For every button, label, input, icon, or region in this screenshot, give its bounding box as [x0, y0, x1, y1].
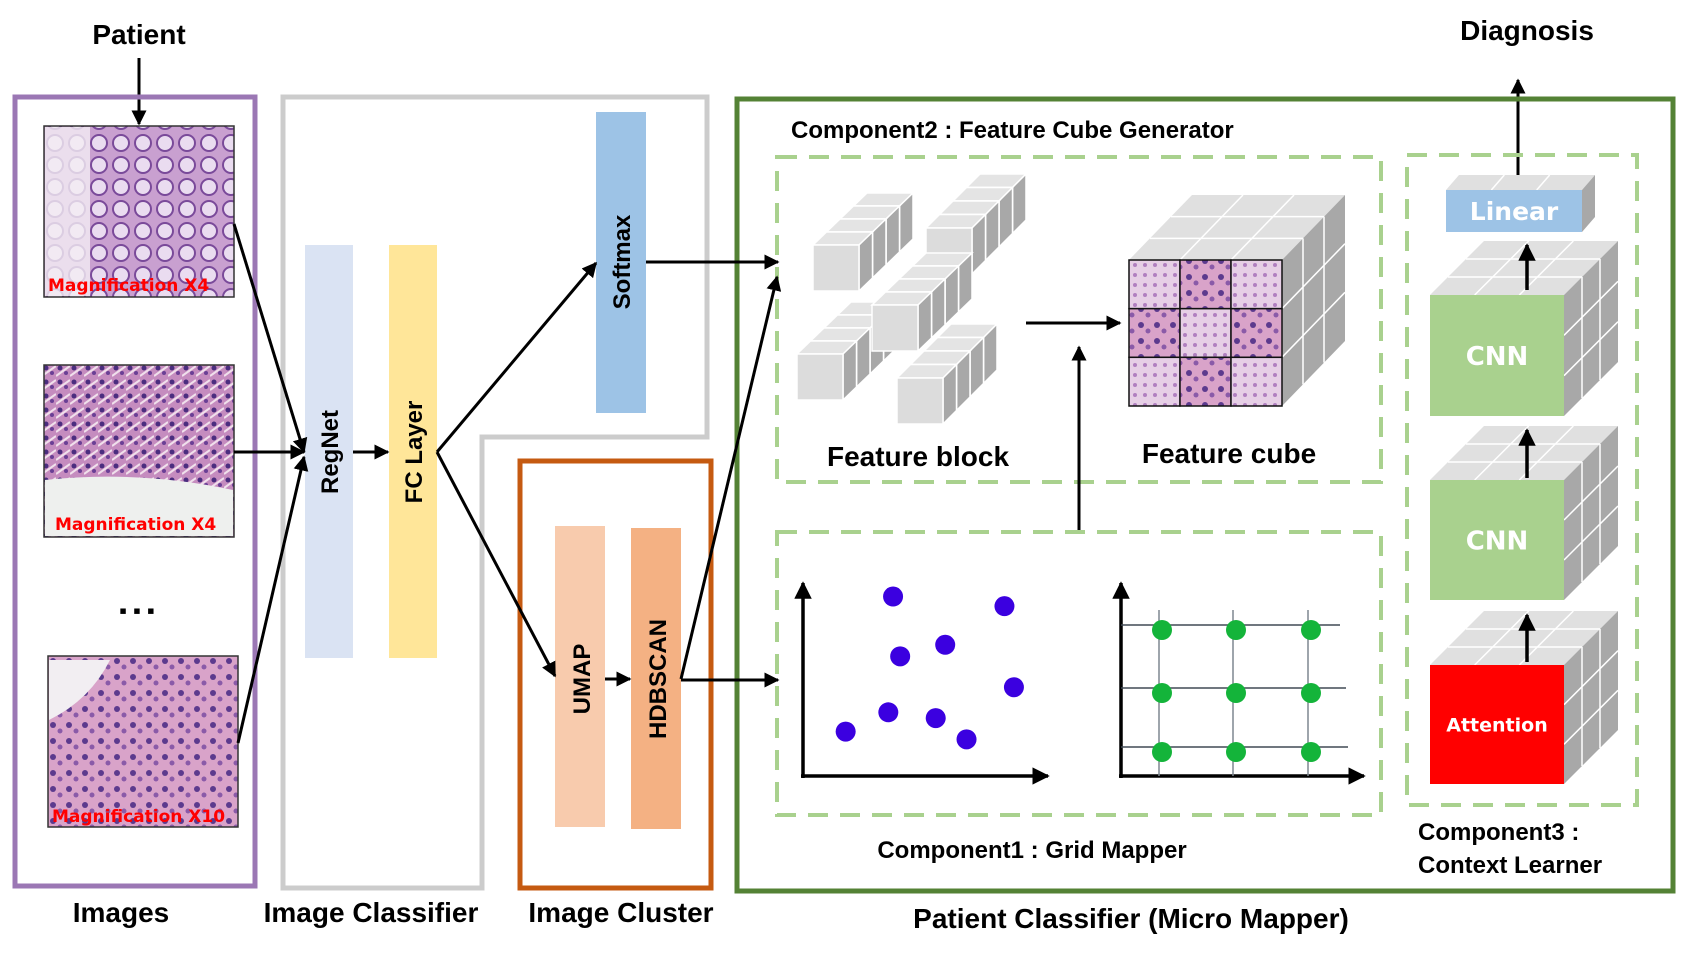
image-classifier-label: Image Classifier: [264, 897, 479, 928]
diagnosis-label: Diagnosis: [1460, 15, 1594, 46]
umap-block: [555, 526, 605, 827]
attention-block-label: Attention: [1446, 714, 1547, 736]
image-caption-2: Magnification X4: [55, 515, 216, 535]
cube-tile-image: [1179, 307, 1232, 359]
image3-arrow: [236, 455, 309, 744]
images-label: Images: [73, 897, 170, 928]
cnn-block-bottom: CNN: [1430, 425, 1619, 600]
scatter-dot: [878, 702, 899, 723]
cube-tile-image: [1230, 356, 1283, 407]
grid-dot: [1152, 620, 1172, 640]
image-cluster-box: [517, 458, 714, 891]
softmax-label: Softmax: [609, 214, 636, 309]
cnn-block-top-front: [1430, 295, 1564, 416]
grid-dot: [1226, 683, 1246, 703]
cube-tile-image: [1230, 259, 1283, 310]
component3-dashed-box: [1405, 153, 1639, 807]
scatter-dot: [935, 634, 956, 655]
grid-dot: [1301, 742, 1321, 762]
grid-dot: [1301, 683, 1321, 703]
feature-block-label: Feature block: [827, 441, 1009, 472]
scatter-plot: [835, 586, 1024, 750]
component2-title: Component2 : Feature Cube Generator: [791, 117, 1234, 144]
grid-dot: [1226, 620, 1246, 640]
scatter-dot: [883, 586, 904, 607]
grid-dot: [1226, 742, 1246, 762]
fc-to-umap-arrow: [435, 451, 557, 678]
cube-tile-image: [1128, 356, 1181, 407]
cnn-block-bottom-front: [1430, 480, 1564, 600]
image-thumbnail-2[interactable]: Magnification X4: [43, 364, 235, 538]
image-cluster-label: Image Cluster: [528, 897, 713, 928]
image-caption-1: Magnification X4: [48, 276, 209, 296]
cnn-block-top-label: CNN: [1466, 342, 1529, 372]
grid-dot: [1152, 683, 1172, 703]
scatter-dot: [925, 708, 946, 729]
grid-map-plot: [1121, 610, 1348, 776]
image1-arrow: [232, 223, 308, 454]
linear-block-label: Linear: [1470, 197, 1559, 226]
grid-dot: [1301, 620, 1321, 640]
hdbscan-block: [631, 528, 681, 829]
umap-label: UMAP: [569, 644, 596, 715]
scatter-dot: [835, 721, 856, 742]
fc-layer-block: [389, 245, 437, 658]
cnn-block-bottom-label: CNN: [1466, 526, 1529, 556]
component3-title-line1: Component3 :: [1418, 819, 1579, 846]
hdbscan-to-component2-arrow: [679, 275, 782, 680]
image-thumbnail-1[interactable]: Magnification X4: [43, 125, 235, 298]
feature-rod: [870, 251, 974, 353]
component3-title-line2: Context Learner: [1418, 852, 1602, 879]
fc-layer-label: FC Layer: [401, 401, 428, 504]
regnet-label: RegNet: [317, 410, 344, 494]
feature-block-illustration: [795, 172, 1028, 426]
feature-cube-illustration: [1128, 194, 1346, 407]
patient-classifier-box: [734, 96, 1676, 894]
feature-rod: [895, 322, 999, 426]
grid-dot: [1152, 742, 1172, 762]
cube-tile-image: [1128, 307, 1181, 359]
patient-label: Patient: [92, 19, 185, 50]
image-thumbnail-3[interactable]: Magnification X10: [47, 655, 239, 828]
scatter-dot: [956, 729, 977, 750]
scatter-dot: [1003, 677, 1024, 698]
feature-cube-label: Feature cube: [1142, 438, 1316, 469]
hdbscan-label: HDBSCAN: [645, 619, 672, 739]
ellipsis: ▪ ▪ ▪: [119, 598, 155, 623]
feature-rod: [924, 172, 1028, 276]
cube-tile-image: [1179, 259, 1232, 310]
linear-block-front: [1446, 190, 1582, 232]
feature-rod: [795, 300, 899, 402]
scatter-dot: [890, 646, 911, 667]
attention-block-front: [1430, 665, 1564, 784]
feature-rod: [811, 191, 915, 293]
cnn-block-top: CNN: [1430, 240, 1619, 416]
context-learner-stack: Attention CNN CNN Linear: [1430, 174, 1619, 784]
component1-dashed-box: [775, 530, 1383, 817]
cube-tile-image: [1179, 356, 1232, 407]
patient-classifier-label: Patient Classifier (Micro Mapper): [913, 903, 1349, 934]
scatter-dot: [994, 596, 1015, 617]
image-caption-3: Magnification X10: [52, 807, 225, 827]
component1-title: Component1 : Grid Mapper: [877, 837, 1186, 864]
cube-tile-image: [1128, 259, 1181, 310]
feature-cube: [1128, 194, 1346, 407]
images-box: [12, 94, 258, 889]
regnet-block: [305, 245, 353, 658]
softmax-block: [596, 112, 646, 413]
fc-to-softmax-arrow: [435, 261, 598, 453]
image-classifier-box: [280, 94, 710, 891]
attention-block: Attention: [1430, 610, 1619, 784]
cube-tile-image: [1230, 307, 1283, 359]
linear-block: Linear: [1446, 174, 1595, 232]
